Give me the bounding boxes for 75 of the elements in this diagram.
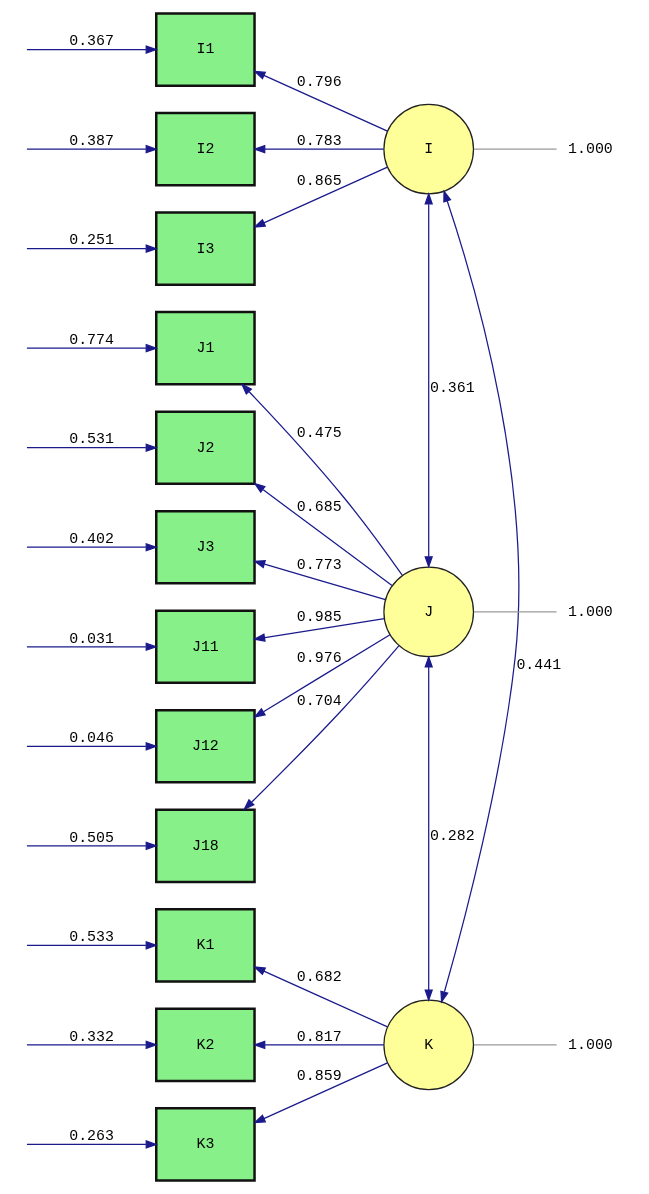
arrow (252, 1062, 388, 1124)
node-circle: K (382, 999, 474, 1091)
edge-label: 0.505 (68, 829, 114, 846)
edge-label: 0.441 (515, 657, 561, 674)
connector (472, 1044, 557, 1046)
edge-label: 0.031 (68, 630, 114, 647)
arrow (25, 144, 158, 154)
edge-label: 0.783 (296, 132, 342, 149)
node-circle: J (382, 566, 474, 658)
node-box: J3 (154, 509, 256, 585)
arrow (252, 966, 388, 1028)
arrow (252, 70, 388, 132)
edge-label: 0.387 (68, 132, 114, 149)
edge-label: 0.704 (296, 692, 342, 709)
arrow (25, 941, 158, 950)
edge-label: 0.773 (296, 557, 342, 574)
arrow (25, 443, 158, 453)
edge-label: 0.332 (68, 1028, 114, 1045)
node-text: 1.000 (567, 603, 613, 620)
edge-label: 0.682 (296, 968, 342, 985)
arrow (252, 618, 385, 642)
arrow (25, 741, 158, 751)
edge-label: 0.685 (296, 498, 342, 515)
arrow (25, 45, 158, 54)
arrow (25, 542, 158, 552)
node-box: J1 (154, 310, 256, 386)
node-box: I1 (154, 12, 256, 87)
edge-label: 0.817 (296, 1028, 342, 1045)
edge-label: 0.774 (68, 331, 114, 348)
arrow (25, 244, 158, 253)
arrow (25, 642, 158, 652)
node-box: J11 (154, 609, 256, 685)
edge-label: 0.976 (296, 650, 342, 667)
edge-label: 0.263 (68, 1128, 114, 1145)
edge-label: 0.361 (429, 380, 475, 396)
arrow (25, 1040, 158, 1050)
edge-label: 0.859 (296, 1068, 342, 1085)
node-text: 1.000 (567, 1036, 613, 1053)
edge-label: 0.251 (68, 232, 114, 249)
arrow (252, 560, 386, 601)
arrow (252, 634, 391, 718)
node-box: J2 (154, 410, 256, 486)
arrow (423, 192, 433, 569)
edge-label: 0.531 (68, 431, 114, 448)
connector (472, 611, 557, 613)
arrow (252, 1040, 384, 1050)
node-box: K1 (154, 908, 256, 983)
arrow (25, 343, 158, 353)
connector (472, 148, 557, 150)
arrow (439, 189, 519, 1004)
edge-label: 0.533 (68, 929, 114, 946)
node-box: J18 (154, 808, 256, 884)
edge-label: 0.796 (296, 74, 342, 91)
node-circle: I (382, 103, 474, 195)
node-box: K3 (154, 1107, 256, 1182)
arrow (252, 482, 393, 587)
edge-label: 0.367 (68, 33, 114, 50)
edge-label: 0.865 (296, 172, 342, 189)
arrow (252, 166, 388, 228)
node-box: I2 (154, 111, 256, 187)
node-box: I3 (154, 211, 256, 286)
edge-label: 0.985 (296, 609, 342, 626)
edge-label: 0.402 (68, 531, 114, 548)
edge-label: 0.475 (296, 425, 342, 442)
arrow (25, 841, 158, 851)
arrow (242, 645, 400, 811)
node-box: J12 (154, 708, 256, 784)
edge-label: 0.046 (68, 730, 114, 747)
arrow (240, 382, 403, 576)
edge-label: 0.282 (429, 828, 475, 845)
node-box: K2 (154, 1007, 256, 1083)
node-text: 1.000 (567, 140, 613, 157)
arrow (252, 144, 384, 154)
arrow (25, 1140, 158, 1149)
arrow (423, 655, 433, 1002)
